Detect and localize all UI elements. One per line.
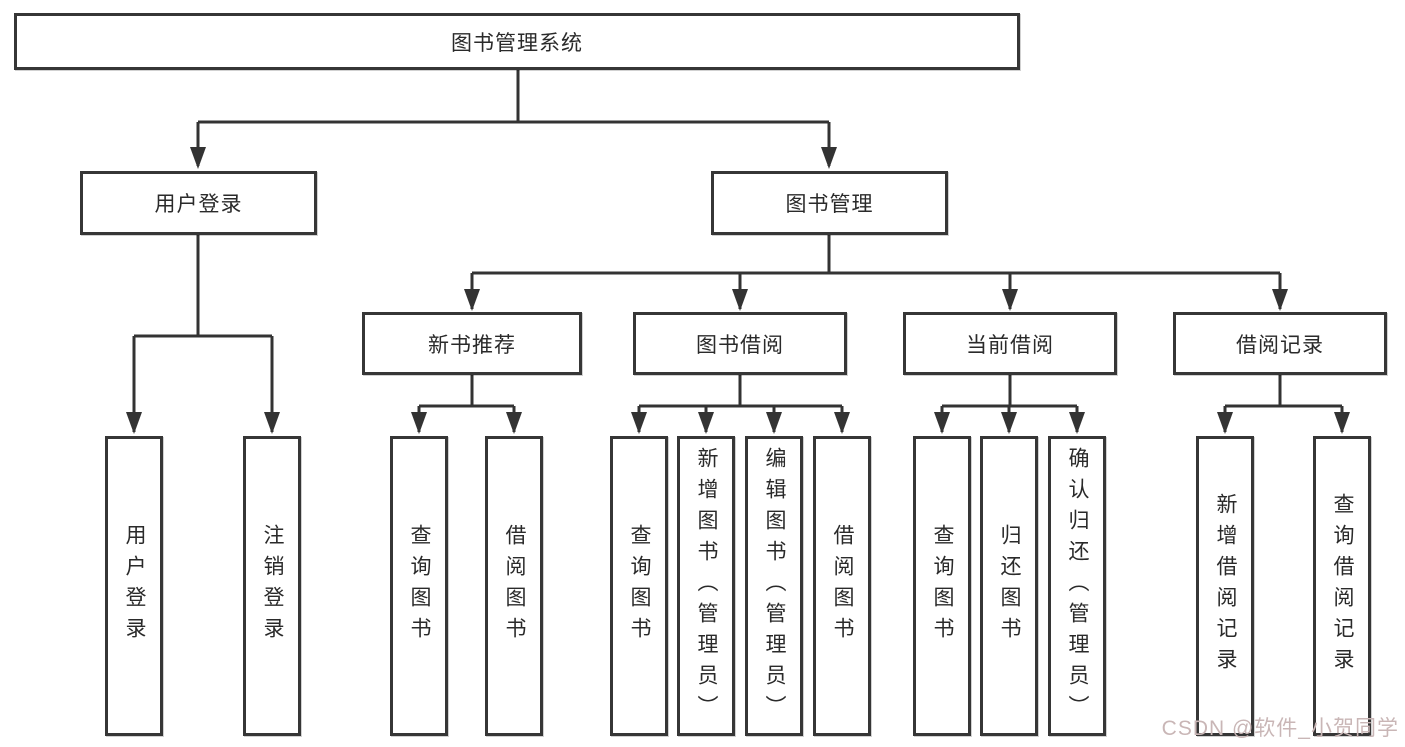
node-book-management: 图书管理 <box>711 171 948 235</box>
leaf-borrow-add-books-admin: 新增图书（管理员） <box>677 436 735 736</box>
leaf-current-return-books: 归还图书 <box>980 436 1038 736</box>
leaf-user-login: 用户登录 <box>105 436 163 736</box>
node-library-system: 图书管理系统 <box>14 13 1020 70</box>
leaf-current-query-books: 查询图书 <box>913 436 971 736</box>
leaf-borrow-borrow-books: 借阅图书 <box>813 436 871 736</box>
leaf-newrec-borrow-books: 借阅图书 <box>485 436 543 736</box>
leaf-newrec-query-books: 查询图书 <box>390 436 448 736</box>
node-current-borrow: 当前借阅 <box>903 312 1117 375</box>
leaf-borrow-edit-books-admin: 编辑图书（管理员） <box>745 436 803 736</box>
node-user-login: 用户登录 <box>80 171 317 235</box>
leaf-records-add-record: 新增借阅记录 <box>1196 436 1254 736</box>
leaf-current-confirm-return-admin: 确认归还（管理员） <box>1048 436 1106 736</box>
node-book-borrow: 图书借阅 <box>633 312 847 375</box>
csdn-watermark: CSDN @软件_小贺同学 <box>1161 717 1399 740</box>
node-borrow-records: 借阅记录 <box>1173 312 1387 375</box>
leaf-logout: 注销登录 <box>243 436 301 736</box>
leaf-borrow-query-books: 查询图书 <box>610 436 668 736</box>
node-new-book-recommend: 新书推荐 <box>362 312 582 375</box>
leaf-records-query-record: 查询借阅记录 <box>1313 436 1371 736</box>
